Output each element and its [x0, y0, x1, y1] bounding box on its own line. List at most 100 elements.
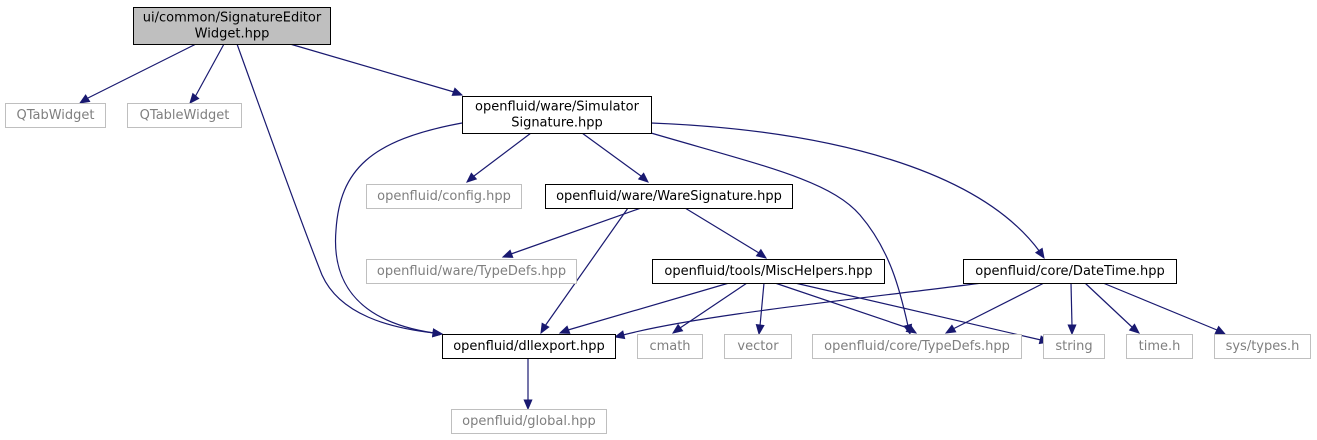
node-label: ui/common/SignatureEditor — [143, 11, 322, 26]
node-label: QTabWidget — [16, 108, 94, 123]
edge-line — [650, 122, 1041, 253]
arrowhead-icon — [905, 324, 918, 334]
edge-root-to-simsig — [289, 43, 464, 96]
edge-simsig-to-waresig — [581, 132, 649, 183]
arrowhead-icon — [1214, 325, 1227, 335]
node-box — [637, 334, 703, 359]
node-label: openfluid/tools/MiscHelpers.hpp — [664, 264, 872, 279]
edge-line — [334, 122, 463, 334]
edge-line — [236, 43, 435, 334]
edge-mischelpers-to-dllexport — [558, 282, 730, 334]
node-coretypedefs[interactable]: openfluid/core/TypeDefs.hpp — [812, 334, 1022, 359]
node-label: Widget.hpp — [195, 27, 270, 42]
arrowhead-icon — [501, 249, 514, 258]
node-box — [366, 259, 577, 284]
edge-line — [289, 43, 455, 93]
node-box — [1214, 334, 1311, 359]
node-label: openfluid/ware/TypeDefs.hpp — [377, 264, 566, 279]
node-box — [1043, 334, 1105, 359]
node-dllexport[interactable]: openfluid/dllexport.hpp — [442, 334, 616, 359]
edge-waresig-to-waretypedefs — [501, 207, 642, 258]
node-box — [963, 259, 1177, 284]
node-label: openfluid/ware/Simulator — [475, 100, 640, 115]
node-box — [133, 7, 331, 45]
arrowhead-icon — [1128, 323, 1140, 334]
edge-waresig-to-mischelpers — [684, 207, 768, 259]
node-box — [5, 103, 106, 128]
node-timeh[interactable]: time.h — [1126, 334, 1193, 359]
node-box — [462, 96, 652, 134]
arrowhead-icon — [558, 325, 571, 334]
arrowhead-icon — [1034, 247, 1045, 260]
node-label: openfluid/config.hpp — [377, 189, 511, 204]
edge-simsig-to-config — [466, 132, 532, 183]
edge-mischelpers-to-cmath — [671, 282, 748, 334]
edge-simsig-to-dllexport — [334, 122, 463, 338]
edge-datetime-to-systypes — [1102, 282, 1227, 335]
node-cmath[interactable]: cmath — [637, 334, 703, 359]
node-datetime[interactable]: openfluid/core/DateTime.hpp — [963, 259, 1177, 284]
edge-line — [794, 282, 1042, 341]
edge-line — [544, 207, 629, 327]
node-label: vector — [737, 339, 779, 354]
arrowhead-icon — [523, 399, 533, 411]
arrowhead-icon — [613, 330, 626, 340]
edge-line — [1102, 282, 1218, 331]
edge-line — [510, 207, 642, 255]
edge-line — [473, 132, 532, 177]
arrowhead-icon — [637, 172, 649, 183]
edge-datetime-to-string — [1067, 282, 1077, 336]
arrowhead-icon — [755, 248, 768, 259]
node-label: openfluid/ware/WareSignature.hpp — [556, 189, 782, 204]
node-vector[interactable]: vector — [724, 334, 792, 359]
node-waretypedefs[interactable]: openfluid/ware/TypeDefs.hpp — [366, 259, 577, 284]
arrowhead-icon — [944, 324, 957, 334]
node-qtablewidget[interactable]: QTableWidget — [127, 103, 242, 128]
arrowhead-icon — [189, 92, 200, 104]
edge-mischelpers-to-coretypedefs — [774, 282, 918, 334]
edge-root-to-qtablewidget — [189, 43, 225, 104]
edge-datetime-to-dllexport — [613, 282, 983, 340]
node-label: string — [1055, 339, 1092, 354]
edge-line — [679, 282, 748, 329]
node-box — [366, 184, 522, 209]
edge-simsig-to-datetime — [650, 122, 1045, 260]
node-box — [724, 334, 792, 359]
edge-line — [650, 132, 909, 327]
arrowhead-icon — [540, 322, 550, 335]
arrowhead-icon — [755, 324, 765, 336]
node-box — [1126, 334, 1193, 359]
node-global[interactable]: openfluid/global.hpp — [451, 409, 607, 434]
node-mischelpers[interactable]: openfluid/tools/MiscHelpers.hpp — [652, 259, 885, 284]
node-label: sys/types.h — [1226, 339, 1300, 354]
edge-line — [194, 43, 225, 98]
edge-datetime-to-timeh — [1084, 282, 1140, 334]
edge-line — [87, 43, 197, 99]
node-box — [652, 259, 885, 284]
node-string[interactable]: string — [1043, 334, 1105, 359]
node-label: cmath — [649, 339, 690, 354]
arrowhead-icon — [466, 172, 478, 183]
edge-line — [1070, 282, 1073, 327]
node-box — [545, 184, 793, 209]
edge-waresig-to-dllexport — [540, 207, 629, 335]
edge-simsig-to-coretypedefs — [650, 132, 913, 336]
node-systypes[interactable]: sys/types.h — [1214, 334, 1311, 359]
arrowhead-icon — [451, 87, 464, 96]
edge-dllexport-to-global — [523, 358, 533, 411]
edge-line — [774, 282, 909, 329]
node-label: openfluid/global.hpp — [462, 414, 596, 429]
edge-line — [952, 282, 1045, 330]
arrowhead-icon — [1067, 324, 1077, 336]
node-box — [127, 103, 242, 128]
node-label: openfluid/core/TypeDefs.hpp — [824, 339, 1010, 354]
node-config[interactable]: openfluid/config.hpp — [366, 184, 522, 209]
node-qtabwidget[interactable]: QTabWidget — [5, 103, 106, 128]
arrowhead-icon — [671, 323, 684, 334]
node-box — [442, 334, 616, 359]
edge-line — [759, 282, 765, 327]
node-waresig[interactable]: openfluid/ware/WareSignature.hpp — [545, 184, 793, 209]
